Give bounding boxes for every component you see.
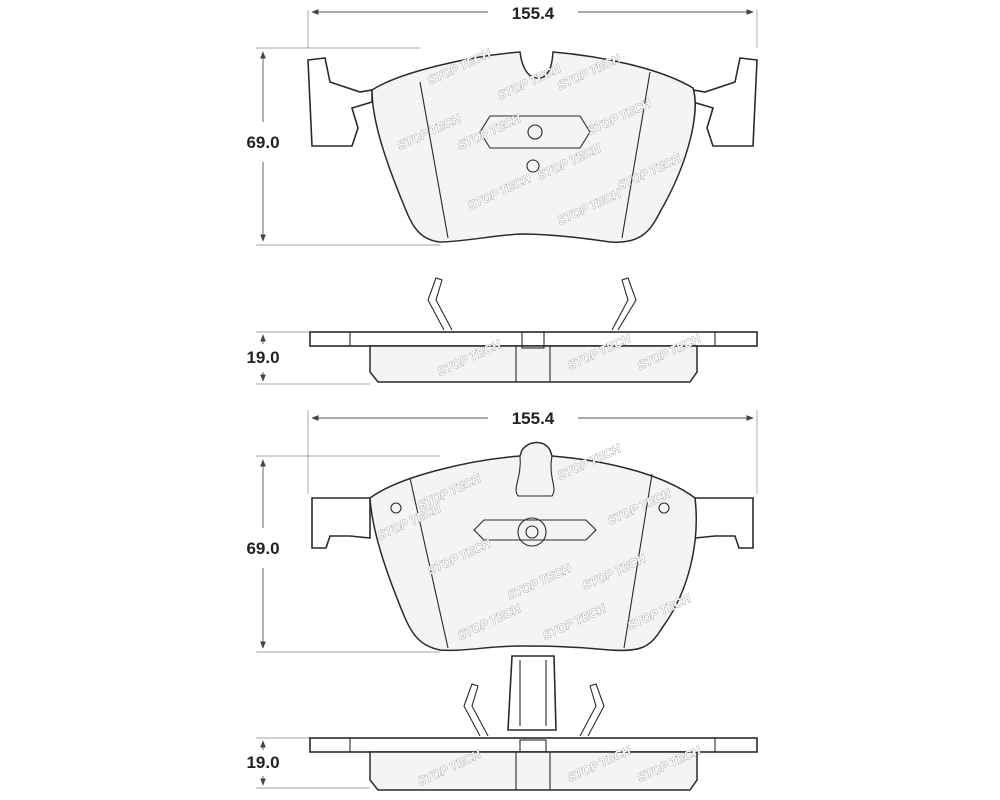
bottom-left-hole xyxy=(390,502,402,514)
bottom-backing-plate-right xyxy=(694,497,754,549)
top-friction-pad xyxy=(371,51,696,243)
top-width-label: 155.4 xyxy=(512,4,555,23)
top-right-clip xyxy=(611,277,637,331)
top-slot-left xyxy=(419,81,449,239)
top-thickness-dimension: 19.0 xyxy=(246,331,370,385)
bottom-left-clip xyxy=(463,683,489,737)
bottom-thickness-dimension: 19.0 xyxy=(246,737,370,789)
top-backing-plate xyxy=(307,57,373,147)
bottom-right-clip xyxy=(579,683,605,737)
bottom-slot-left xyxy=(409,477,449,649)
bottom-right-hole xyxy=(658,502,670,514)
bottom-top-notch xyxy=(515,455,555,497)
top-slot-right xyxy=(621,71,651,239)
bottom-pad-front-view: 155.4 69.0 STOP TECH STOP TECH STOP TECH… xyxy=(246,409,758,653)
bottom-width-label: 155.4 xyxy=(512,409,555,428)
top-left-clip xyxy=(427,277,453,331)
bottom-side-friction xyxy=(369,751,698,791)
top-pad-front-view: 155.4 69.0 STOP TECH STOP TECH STOP TECH… xyxy=(246,4,758,246)
top-width-dimension: 155.4 xyxy=(307,4,758,48)
bottom-center-bracket xyxy=(473,519,597,541)
bottom-pad-side-view: 19.0 STOP TECH STOP TECH STOP TECH xyxy=(246,655,758,791)
bottom-slot-right xyxy=(623,473,653,649)
top-height-label: 69.0 xyxy=(246,133,279,152)
bottom-height-dimension: 69.0 xyxy=(246,455,440,653)
top-side-friction xyxy=(369,345,698,383)
top-center-bracket xyxy=(479,115,591,149)
bottom-wear-sensor-tab xyxy=(507,655,557,731)
top-height-dimension: 69.0 xyxy=(246,47,440,246)
bottom-width-dimension: 155.4 xyxy=(307,409,758,494)
top-center-rivet xyxy=(527,124,543,140)
bottom-center-rivet xyxy=(525,525,539,539)
top-thickness-label: 19.0 xyxy=(246,348,279,367)
bottom-center-boss xyxy=(517,517,547,547)
bottom-height-label: 69.0 xyxy=(246,539,279,558)
bottom-backing-plate-left xyxy=(311,497,371,549)
top-lower-rivet xyxy=(526,159,540,173)
bottom-thickness-label: 19.0 xyxy=(246,753,279,772)
top-backing-plate-right xyxy=(692,57,758,147)
top-pad-side-view: 19.0 STOP TECH STOP TECH STOP TECH xyxy=(246,277,758,385)
